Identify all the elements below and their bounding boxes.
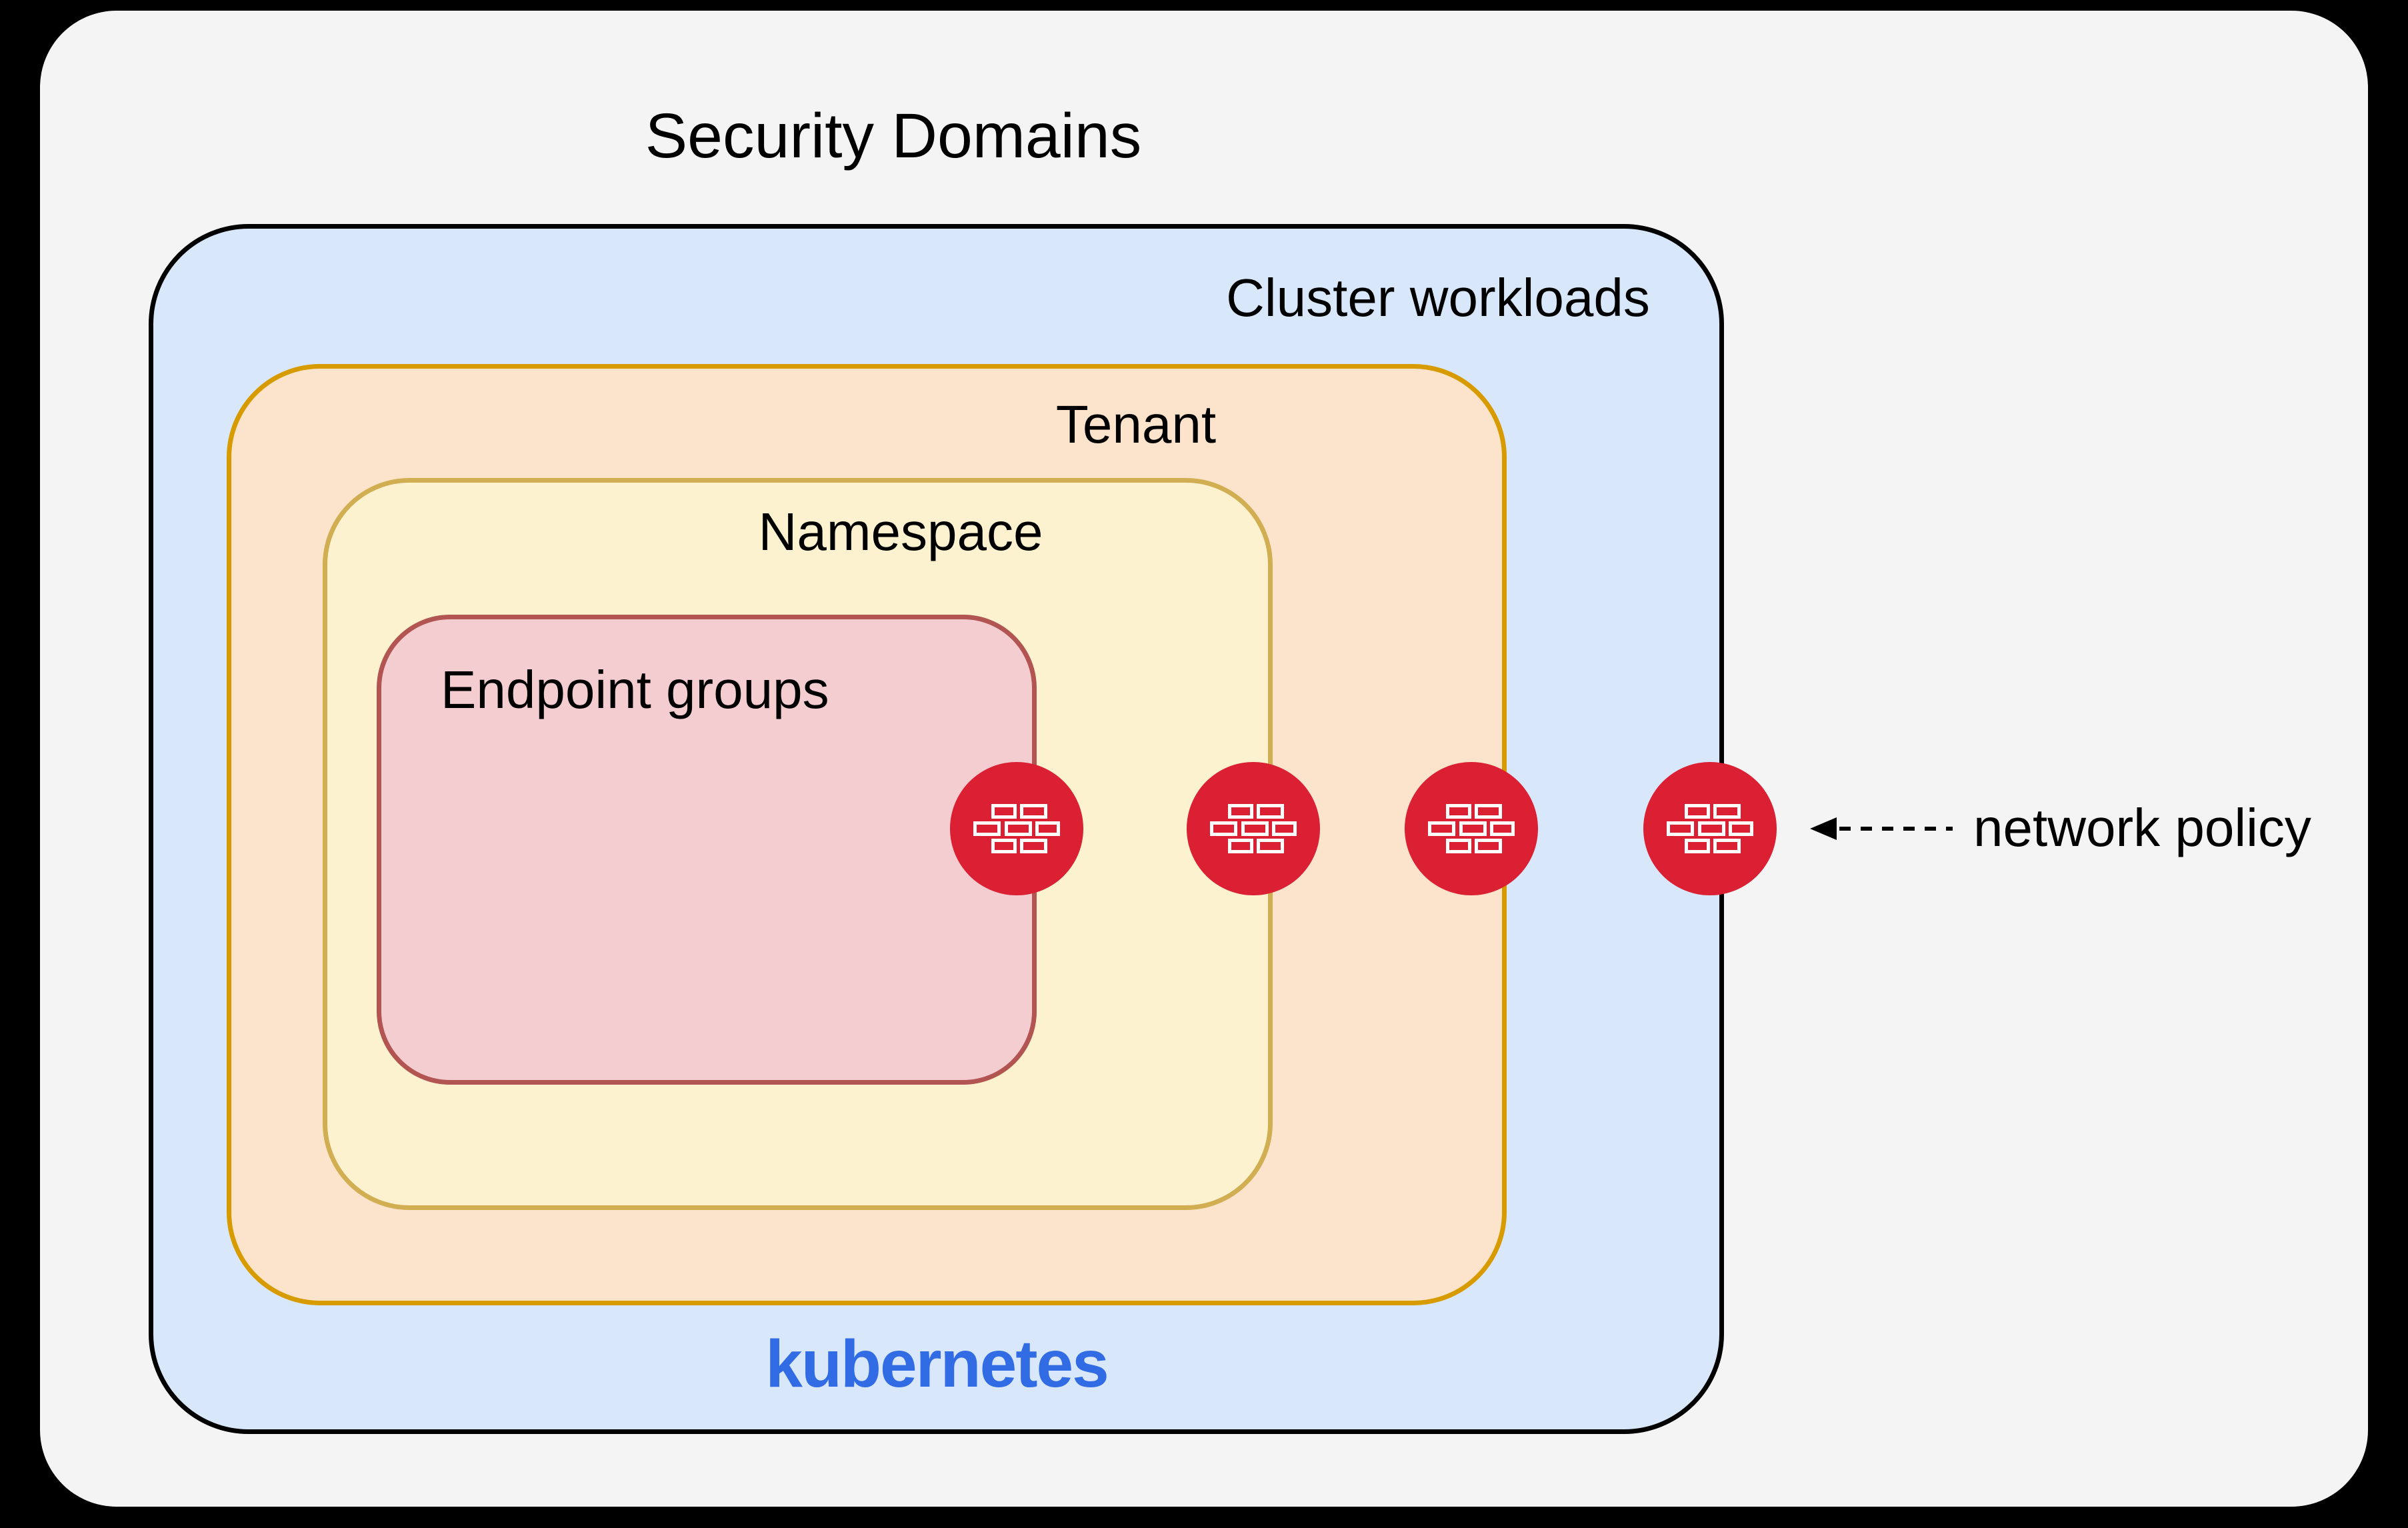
firewall-icon	[1405, 762, 1538, 895]
firewall-brick-icon	[1210, 804, 1297, 853]
endpoint-groups-label: Endpoint groups	[441, 660, 829, 719]
domain-namespace: Namespace Endpoint groups	[323, 478, 1273, 1210]
tenant-label: Tenant	[1055, 395, 1217, 454]
background-panel: Security Domains Cluster workloads kuber…	[40, 11, 2368, 1507]
namespace-label: Namespace	[758, 502, 1043, 561]
firewall-brick-icon	[1667, 804, 1753, 853]
diagram-title: Security Domains	[645, 101, 1142, 171]
firewall-icon	[1187, 762, 1320, 895]
dashed-arrow-left-icon	[1810, 817, 1953, 840]
kubernetes-wordmark: kubernetes	[765, 1327, 1109, 1401]
network-policy-arrow	[1810, 809, 1957, 849]
firewall-icon	[950, 762, 1083, 895]
firewall-brick-icon	[1428, 804, 1515, 853]
firewall-brick-icon	[973, 804, 1060, 853]
domain-endpoint-groups: Endpoint groups	[377, 615, 1037, 1085]
cluster-workloads-label: Cluster workloads	[1226, 268, 1650, 327]
network-policy-label: network policy	[1973, 798, 2311, 857]
firewall-icon	[1643, 762, 1777, 895]
